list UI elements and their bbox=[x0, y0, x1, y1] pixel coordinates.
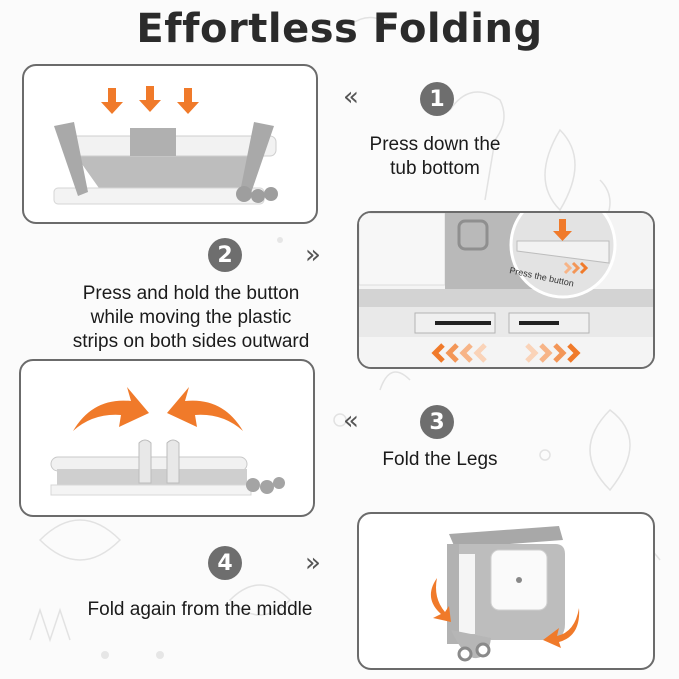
step1-caption: Press down the tub bottom bbox=[369, 134, 501, 179]
button-slide-illustration: Press the button bbox=[359, 213, 653, 367]
step2-image-panel: Press the button bbox=[357, 211, 655, 369]
tub-illustration bbox=[53, 86, 278, 205]
step-number-badge: 2 bbox=[208, 238, 242, 272]
fold-legs-illustration bbox=[50, 387, 285, 496]
step2-caption: Press and hold the button while moving t… bbox=[72, 283, 310, 352]
down-arrow-icon bbox=[553, 219, 572, 241]
chevron-right-icon: » bbox=[305, 240, 321, 270]
chevron-left-icon: « bbox=[343, 406, 359, 436]
step4-caption: Fold again from the middle bbox=[87, 599, 313, 620]
folded-tub-illustration bbox=[430, 526, 580, 662]
step-number-badge: 3 bbox=[420, 405, 454, 439]
chevron-right-icon: » bbox=[305, 548, 321, 578]
step-number-badge: 1 bbox=[420, 82, 454, 116]
outward-chevrons-icon bbox=[431, 343, 581, 363]
step-number-badge: 4 bbox=[208, 546, 242, 580]
page-title: Effortless Folding bbox=[136, 6, 543, 52]
step3-caption: Fold the Legs bbox=[382, 449, 498, 470]
step1-image-panel bbox=[22, 64, 318, 224]
chevron-left-icon: « bbox=[343, 82, 359, 112]
step4-image-panel bbox=[357, 512, 655, 670]
step3-image-panel bbox=[19, 359, 315, 517]
curved-down-arrow-icons bbox=[430, 578, 580, 648]
curved-arrow-icons bbox=[73, 387, 243, 431]
down-arrow-icons bbox=[101, 86, 199, 114]
